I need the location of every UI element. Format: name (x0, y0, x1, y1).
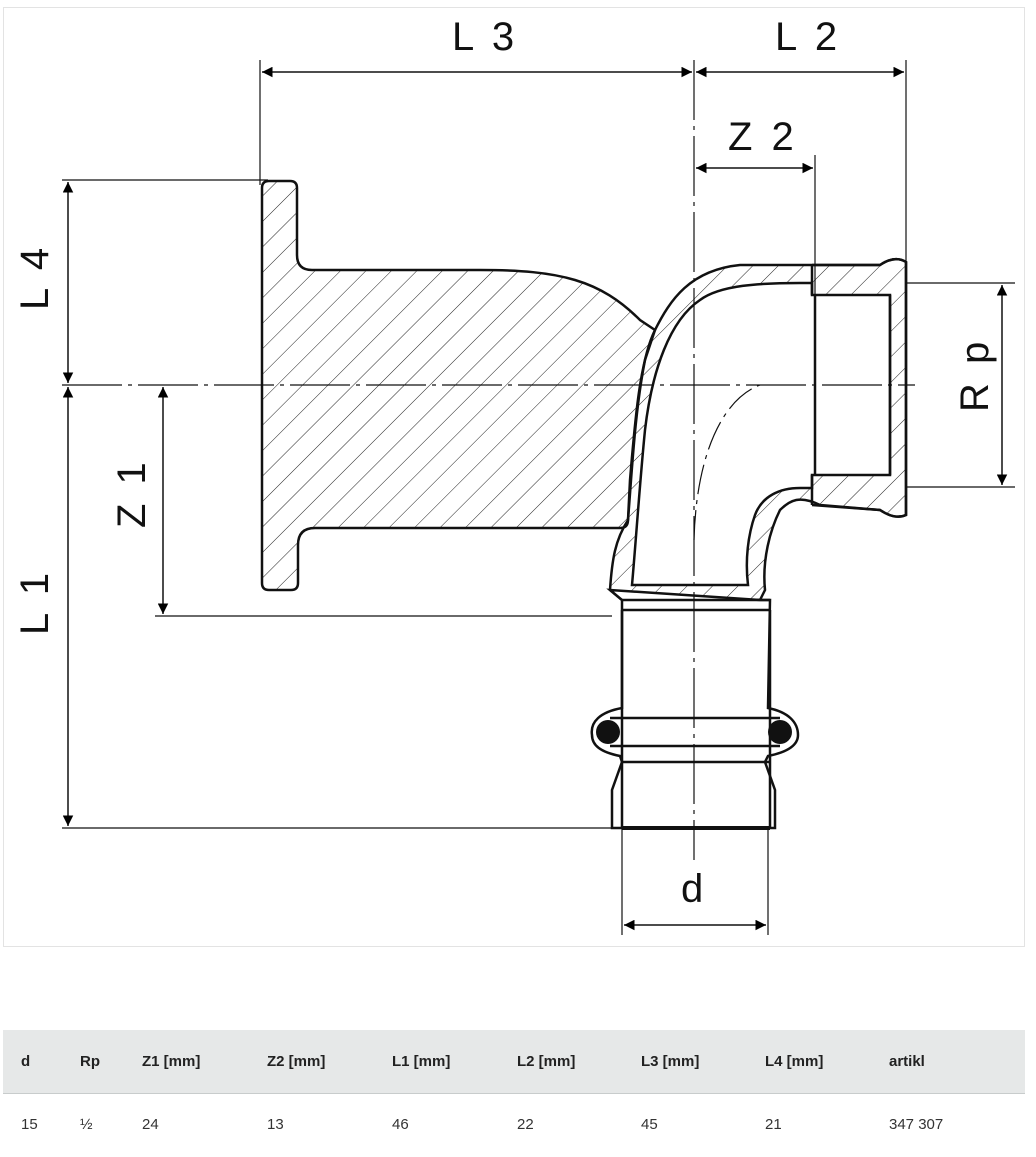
cell-l1: 46 (392, 1116, 409, 1133)
label-z1: Z 1 (110, 458, 154, 528)
center-lines (62, 60, 915, 860)
label-l4: L 4 (13, 244, 57, 310)
cell-rp: ½ (80, 1116, 93, 1133)
cell-z2: 13 (267, 1116, 284, 1133)
header-rp: Rp (62, 1030, 124, 1094)
dimension-lines (62, 66, 1008, 931)
table-row: 15 ½ 24 13 46 22 45 21 347 307 (3, 1093, 1025, 1156)
cell-z1: 24 (142, 1116, 159, 1133)
header-l2: L2 [mm] (499, 1030, 623, 1094)
technical-drawing-frame: L 3 L 2 Z 2 L 4 Z 1 L 1 R p d (3, 7, 1025, 947)
header-l4: L4 [mm] (747, 1030, 871, 1094)
header-l3: L3 [mm] (623, 1030, 747, 1094)
cell-l3: 45 (641, 1116, 658, 1133)
press-sleeve (590, 588, 800, 830)
label-l3: L 3 (452, 15, 518, 59)
header-z2: Z2 [mm] (249, 1030, 374, 1094)
header-l1: L1 [mm] (374, 1030, 499, 1094)
label-z2: Z 2 (728, 115, 798, 159)
header-z1: Z1 [mm] (124, 1030, 249, 1094)
o-ring-left (596, 720, 620, 744)
fitting-cross-section-drawing: L 3 L 2 Z 2 L 4 Z 1 L 1 R p d (13, 15, 1015, 935)
o-ring-right (768, 720, 792, 744)
cell-l2: 22 (517, 1116, 534, 1133)
header-d: d (3, 1030, 62, 1094)
threaded-socket (810, 257, 908, 518)
cell-l4: 21 (765, 1116, 782, 1133)
cell-artikl: 347 307 (889, 1116, 944, 1133)
extension-lines (62, 60, 1015, 935)
cell-d: 15 (21, 1116, 38, 1133)
label-l1: L 1 (13, 569, 57, 635)
label-d: d (681, 867, 707, 911)
label-rp: R p (953, 338, 997, 412)
label-l2: L 2 (775, 15, 841, 59)
dimensions-table: d Rp Z1 [mm] Z2 [mm] L1 [mm] L2 [mm] L3 … (3, 1030, 1025, 1156)
header-artikl: artikl (871, 1030, 1025, 1094)
table-header-row: d Rp Z1 [mm] Z2 [mm] L1 [mm] L2 [mm] L3 … (3, 1030, 1025, 1094)
